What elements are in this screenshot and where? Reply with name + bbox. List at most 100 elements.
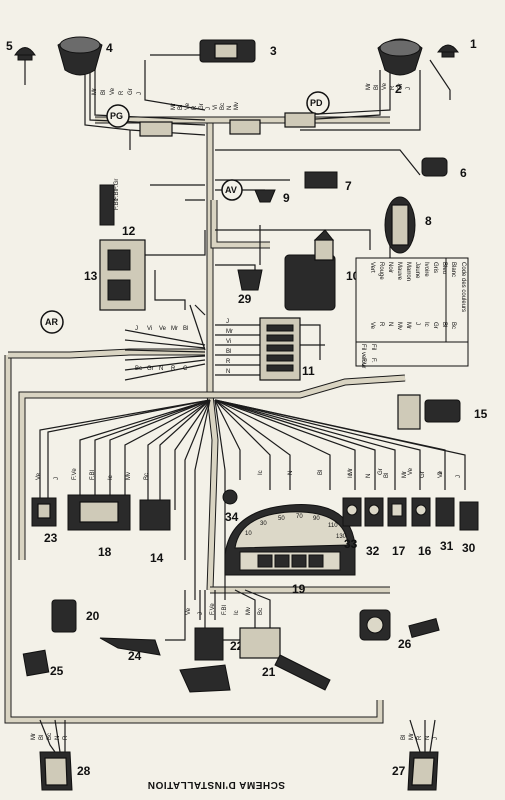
wire-code: Mr [226, 329, 233, 335]
connector-center [229, 119, 261, 135]
wire-code: Mv [234, 102, 240, 110]
component-number-29: 29 [238, 292, 252, 306]
wire-code: Ic [234, 610, 240, 615]
wire-code: Gr [147, 366, 154, 372]
wire-code: Ve [159, 326, 167, 332]
svg-text:PD: PD [310, 98, 323, 108]
wire-code: Mr [31, 733, 37, 740]
svg-text:AV: AV [225, 185, 237, 195]
component-25: 25 [22, 649, 64, 678]
component-number-1: 1 [470, 37, 477, 51]
wire-code: Vi [226, 339, 231, 345]
wire-code: Mv [246, 607, 252, 615]
component-28-rear-lamp-left: 28 [39, 751, 91, 791]
wire-code: Bc [144, 473, 150, 480]
component-number-33: 33 [344, 537, 358, 551]
wire-code: N [55, 736, 61, 740]
component-18-panel: 18 [67, 494, 131, 559]
color-abbr: Mr [405, 322, 411, 329]
component-number-2: 2 [395, 82, 402, 96]
component-number-5: 5 [6, 39, 13, 53]
color-name: Mauve [396, 262, 402, 281]
component-number-9: 9 [283, 191, 290, 205]
pg-badge: PG [106, 104, 130, 128]
wire-code: Bl [101, 90, 107, 95]
component-number-27: 27 [392, 764, 406, 778]
component-3-horn: 3 [199, 39, 277, 63]
component-17: 17 [387, 497, 407, 558]
color-name: Noir [387, 262, 393, 273]
wire-code: Mv [126, 472, 132, 480]
fil-fin-code: F. [370, 358, 376, 363]
component-number-30: 30 [462, 541, 476, 555]
component-number-21: 21 [262, 665, 276, 679]
component-number-24: 24 [128, 649, 142, 663]
wire-code: R [63, 735, 69, 740]
component-27-rear-lamp-right: 27 [392, 751, 439, 791]
wire-code: J [206, 107, 212, 110]
wire-code: R [226, 359, 231, 365]
component-number-6: 6 [460, 166, 467, 180]
component-number-7: 7 [345, 179, 352, 193]
component-8-booster: 8 [384, 196, 432, 254]
wire-code: J [137, 92, 143, 95]
harness-fan-wires [39, 399, 466, 641]
wire-code: Gr [420, 471, 426, 478]
color-name: Marron [405, 262, 411, 281]
component-number-18: 18 [98, 545, 112, 559]
wire-code: N [425, 736, 431, 740]
color-name: Vert [369, 262, 375, 273]
component-number-17: 17 [392, 544, 406, 558]
wire-code: F.Bl [90, 470, 96, 480]
color-name: Rouge [378, 262, 384, 280]
color-code-title: Code des couleurs [460, 262, 466, 312]
wire-code: C [183, 366, 188, 372]
component-7-switch: 7 [304, 171, 352, 193]
ar-badge: AR [40, 310, 64, 334]
wire-code: J [135, 326, 138, 332]
component-11-fusebox: 11 [259, 317, 315, 381]
color-code-table: Code des couleurs [355, 257, 469, 367]
component-number-14: 14 [150, 551, 164, 565]
wire-code: Gr [378, 468, 384, 475]
wire-code: J [226, 319, 229, 325]
color-abbr: Bc [450, 322, 456, 329]
wire-code: R [390, 85, 396, 90]
wire-code: R [119, 90, 125, 95]
color-abbr: N [387, 322, 393, 326]
wire-code: R [192, 105, 198, 110]
fil-velour-label: Fil velour [360, 344, 366, 368]
pd-badge: PD [306, 91, 330, 115]
component-number-13: 13 [84, 269, 98, 283]
component-number-26: 26 [398, 637, 412, 651]
wire-code: N [227, 106, 233, 110]
component-24-lever: 24 [99, 637, 161, 663]
component-2-headlamp-right: 2 [377, 38, 423, 96]
component-10-coil: 10 [284, 229, 360, 311]
color-abbr: Ic [423, 322, 429, 327]
wire-code: Ic [258, 470, 264, 475]
wire-code: N [288, 471, 294, 475]
component-5-lamp: 5 [6, 39, 36, 61]
component-number-28: 28 [77, 764, 91, 778]
wire-code: Bl [226, 349, 231, 355]
wire-code: Bl [374, 85, 380, 90]
wire-code: J [456, 475, 462, 478]
wire-code: Bc [47, 733, 53, 740]
wire-code: J [433, 737, 439, 740]
component-number-34: 34 [225, 510, 239, 524]
wire-code: Bl [318, 470, 324, 475]
color-abbr: Gr [432, 322, 438, 329]
color-name: Ivoire [423, 262, 429, 277]
wire-code: F.Ve [72, 468, 78, 480]
color-abbr: J [414, 322, 420, 325]
wire-code: R [171, 366, 176, 372]
wire-code: Vi [147, 326, 152, 332]
wire-code: F.Gr [114, 179, 120, 190]
component-9-switch: 9 [254, 189, 290, 205]
wire-code: Mr [171, 326, 178, 332]
connector-pg [139, 121, 173, 137]
component-23: 23 [31, 497, 58, 545]
